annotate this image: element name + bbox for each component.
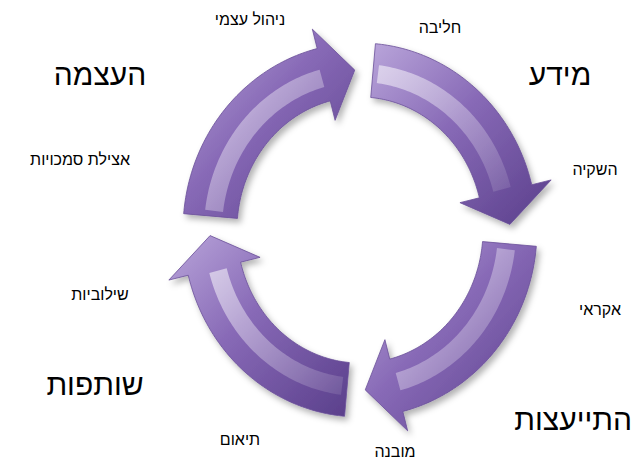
arrow-highlight: [377, 65, 511, 191]
cycle-arrow: שותפותתיאוםשילוביות: [168, 235, 350, 417]
stage-sublabel: מובנה: [374, 443, 415, 461]
stage-sublabel: חליבה: [419, 19, 462, 37]
cycle-arrow: העצמהאצילת סמכויותניהול עצמי: [183, 29, 355, 219]
arrow-highlight: [209, 268, 343, 394]
stage-sublabel: תיאום: [220, 431, 260, 449]
arrow-shape: [370, 43, 552, 225]
stage-heading: העצמה: [54, 58, 146, 93]
stage-sublabel: השקיה: [572, 161, 617, 179]
stage-heading: מידע: [529, 58, 592, 93]
arrow-shape: [183, 29, 355, 219]
stage-sublabel: ניהול עצמי: [215, 11, 285, 29]
arrow-shape: [365, 241, 537, 431]
arrow-body: [371, 44, 551, 225]
arrow-highlight: [396, 248, 515, 390]
stage-sublabel: אצילת סמכויות: [30, 151, 130, 169]
stage-sublabel: אקראי: [579, 301, 621, 319]
cycle-arrow: מידעחליבההשקיה: [370, 43, 552, 225]
arrow-highlight: [205, 70, 324, 212]
arrow-shape: [168, 235, 350, 417]
stage-heading: שותפות: [46, 368, 143, 403]
arrow-body: [169, 236, 349, 417]
cycle-arrow: התייעצותאקראימובנה: [365, 241, 537, 431]
stage-sublabel: שילוביות: [71, 286, 128, 304]
arrow-body: [184, 29, 355, 218]
stage-heading: התייעצות: [514, 403, 632, 438]
arrow-body: [365, 242, 536, 431]
